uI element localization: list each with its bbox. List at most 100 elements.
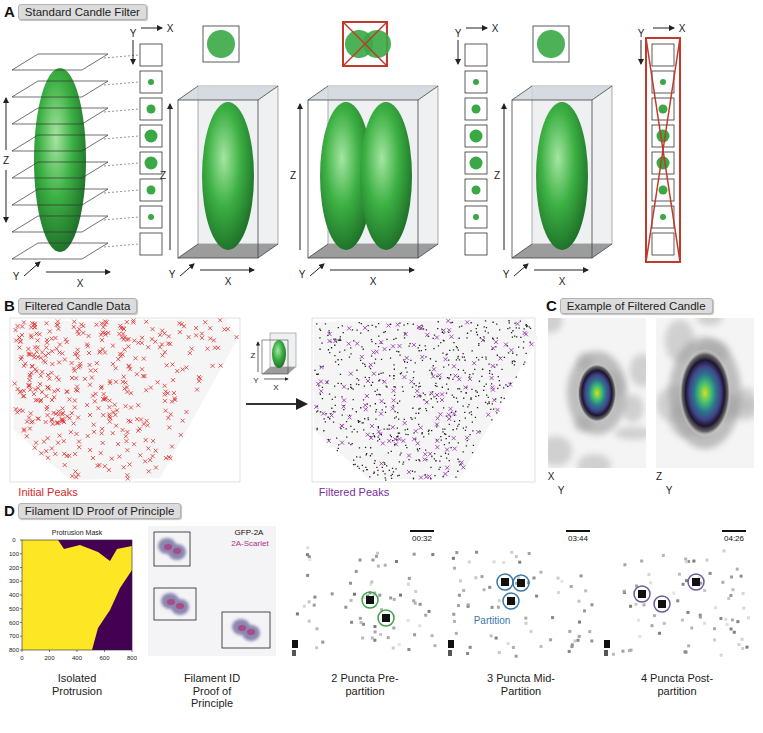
noise-pixel — [371, 558, 374, 561]
noise-pixel — [709, 572, 712, 575]
z-slice — [12, 243, 108, 259]
tick-label: 200 — [9, 564, 19, 571]
frame-image — [602, 526, 752, 660]
noise-pixel — [640, 560, 643, 563]
noise-pixel — [568, 630, 571, 633]
noise-pixel — [584, 589, 587, 592]
panel-caption: 3 Puncta Mid-Partition — [474, 672, 569, 697]
tick — [20, 567, 22, 568]
noise-pixel — [384, 564, 387, 567]
noise-pixel — [651, 624, 654, 627]
candle-halo — [669, 337, 741, 449]
slice-square — [652, 233, 674, 255]
axis-arrow — [6, 170, 7, 222]
panel-header: AStandard Candle Filter — [4, 3, 147, 20]
noise-pixel — [399, 594, 402, 597]
noise-pixel — [376, 552, 379, 555]
panel-header: CExample of Filtered Candle — [546, 297, 713, 314]
panel-header: BFiltered Candle Data — [4, 297, 137, 314]
background-haze — [697, 318, 723, 326]
signal-pixels — [314, 320, 531, 481]
noise-pixel — [724, 618, 727, 621]
noise-pixel — [588, 630, 591, 633]
box-top — [178, 86, 278, 100]
z-slice — [12, 135, 108, 151]
noise-pixel — [736, 620, 739, 623]
peak-label: Filtered Peaks — [319, 486, 389, 498]
noise-pixel — [321, 641, 324, 644]
slice-spot — [657, 130, 670, 143]
tick — [104, 650, 105, 652]
axis-arrow — [458, 40, 459, 64]
noise-pixel — [377, 565, 380, 568]
noise-pixel — [682, 583, 685, 586]
panel-d-art — [20, 526, 752, 660]
noise-pixel — [577, 600, 580, 603]
box-front — [512, 100, 592, 258]
candle-halo — [567, 351, 627, 435]
tick — [49, 650, 50, 652]
noise-pixel — [684, 557, 687, 560]
slice-square — [140, 98, 162, 120]
noise-pixel — [413, 553, 416, 556]
noise-pixel — [475, 551, 478, 554]
axis-arrow — [141, 28, 162, 29]
axis-arrow — [200, 270, 254, 271]
noise-pixel — [453, 567, 456, 570]
panel-letter: B — [4, 297, 15, 314]
edge-signal — [292, 640, 298, 648]
noise-pixel — [634, 603, 637, 606]
noise-pixel — [355, 570, 358, 573]
noise-pixel — [455, 551, 458, 554]
noise-pixel — [570, 645, 573, 648]
event-label: Partition — [473, 615, 512, 626]
filament-box — [154, 532, 190, 566]
noise-pixel — [453, 620, 456, 623]
noise-pixel — [723, 549, 726, 552]
noise-pixel — [706, 559, 709, 562]
noise-pixel — [308, 620, 311, 623]
time-stamp: 03:44 — [567, 535, 589, 544]
edge-signal — [292, 650, 296, 656]
slice-leader — [104, 217, 139, 220]
slice-spot — [660, 79, 666, 85]
noise-pixel — [740, 575, 743, 578]
slice-spot — [473, 79, 479, 85]
noise-pixel — [642, 603, 645, 606]
noise-pixel — [686, 611, 689, 614]
panel-title: Filament ID Proof of Principle — [18, 503, 182, 519]
tick-label: 400 — [72, 655, 82, 662]
noise-pixel — [492, 560, 495, 563]
noise-pixel — [741, 638, 744, 641]
noise-pixel — [580, 574, 583, 577]
noise-pixel — [731, 618, 734, 621]
noise-pixel — [747, 616, 750, 619]
noise-pixel — [407, 648, 410, 651]
noise-pixel — [729, 594, 732, 597]
punctum — [517, 579, 525, 587]
noise-pixel — [373, 639, 376, 642]
punctum — [658, 600, 666, 608]
noise-pixel — [736, 568, 739, 571]
slice-spot — [148, 79, 154, 85]
box-edge — [178, 244, 198, 258]
noise-pixel — [458, 594, 461, 597]
slice-spot — [147, 186, 156, 195]
noise-pixel — [647, 573, 650, 576]
slice-square — [140, 71, 162, 93]
noise-pixel — [628, 649, 631, 652]
candle-image — [656, 318, 754, 468]
tick-label: 400 — [9, 592, 19, 599]
slice-square — [465, 125, 487, 147]
noise-pixel — [480, 575, 483, 578]
noise-pixel — [741, 647, 744, 650]
axis-label: Y — [253, 377, 258, 386]
noise-pixel — [414, 602, 417, 605]
slice-square — [465, 44, 487, 66]
axis-arrow — [514, 264, 528, 276]
noise-pixel — [455, 632, 458, 635]
tick-label: 0 — [20, 655, 23, 662]
axis-label: Y — [558, 485, 565, 496]
candle-image — [548, 318, 646, 468]
axis-label: Y — [13, 271, 20, 282]
